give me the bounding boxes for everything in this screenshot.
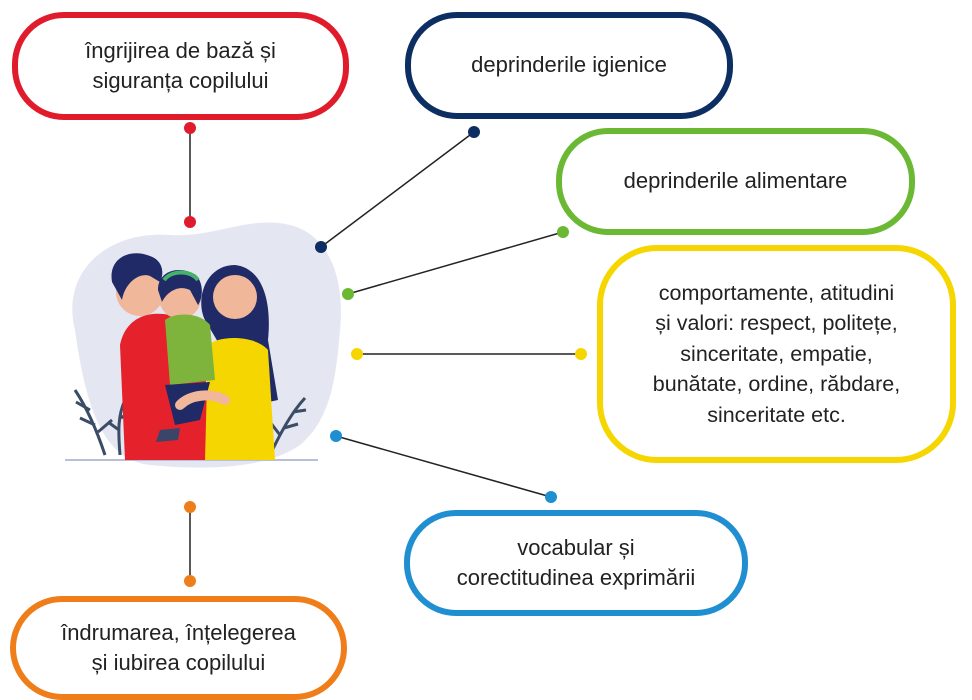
node-eating: deprinderile alimentare [556,128,915,235]
node-vocabulary-label: vocabular și corectitudinea exprimării [456,534,696,590]
node-vocabulary: vocabular și corectitudinea exprimării [404,510,748,616]
node-values-label: comportamente, atitudini și valori: resp… [652,280,901,427]
node-values: comportamente, atitudini și valori: resp… [597,245,956,463]
family-illustration [65,222,341,468]
connector-values [351,348,587,360]
node-basic-care: îngrijirea de bază și siguranța copilulu… [12,12,349,120]
connector-hygiene [315,126,480,253]
connector-vocabulary [330,430,557,503]
node-eating-label: deprinderile alimentare [623,168,848,194]
node-hygiene-label: deprinderile igienice [471,52,667,78]
connector-guidance [184,501,196,587]
connector-basic-care [184,122,196,228]
node-hygiene: deprinderile igienice [405,12,733,119]
node-guidance: îndrumarea, înțelegerea și iubirea copil… [10,596,347,700]
node-guidance-label: îndrumarea, înțelegerea și iubirea copil… [61,619,296,675]
connector-eating [342,226,569,300]
node-basic-care-label: îngrijirea de bază și siguranța copilulu… [85,37,276,93]
